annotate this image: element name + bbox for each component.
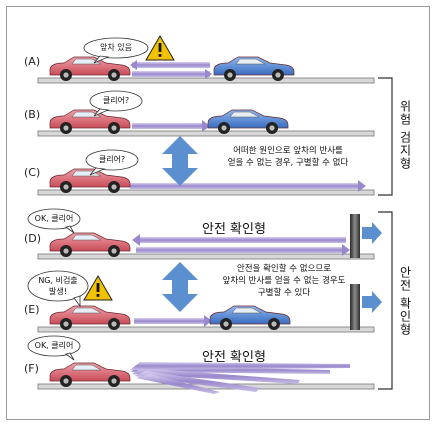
note-c-line2: 얻을 수 없는 경우, 구별할 수 없다 [227,158,349,168]
row-label-d: (D) [24,232,42,245]
bubble-d [27,208,81,230]
bubble-a [83,37,149,59]
road-c [37,189,375,196]
bubble-c [85,149,139,171]
wall-arrow-d [362,222,382,244]
bubble-e [27,270,89,302]
bubble-b [89,90,143,112]
preceding-car-a [213,56,295,81]
figure-frame [6,6,430,420]
note-e-line2: 앞차의 반사를 얻을 수 없는 경우도 [222,276,346,286]
bubble-text-e-line2: 발생! [49,287,67,296]
ego-car-e [49,305,131,330]
warning-icon-e [83,275,113,301]
bubble-text-f: OK, 클리어 [34,341,74,350]
bubbles [27,37,149,361]
note-e-line3: 구별할 수 있다 [257,288,311,298]
row-label-f: (F) [24,362,39,375]
row-label-a: (A) [24,55,41,68]
ego-car-b [49,109,131,134]
row-label-b: (B) [24,108,41,121]
double-arrow-c [162,136,198,186]
road-a [37,77,375,84]
beam-d [132,234,350,256]
ego-car-f [49,362,131,387]
row-label-c: (C) [24,166,41,179]
double-arrow-e [162,262,198,312]
road-e [37,326,375,333]
road-d [37,253,375,260]
beam-c [130,180,366,192]
safety-bracket [378,211,393,390]
preceding-car-e [209,305,291,330]
beam-b [132,120,210,132]
bubble-text-c: 클리어? [98,155,126,164]
title-d: 안전 확인형 [202,222,266,237]
bubble-f [27,335,81,357]
ego-car-c [49,168,131,193]
beam-a [130,60,212,79]
note-e-line1: 안전을 확인할 수 없으므로 [236,264,332,274]
group-label-safety: 안전 확인형 [398,266,412,336]
beam-f [130,362,350,394]
bubble-text-d: OK, 클리어 [34,214,74,223]
beam-e [134,315,212,327]
bubble-text-e-line1: NG, 비검출 [38,276,78,285]
ego-cars [49,56,131,387]
wall-d [350,214,360,258]
preceding-cars [207,56,295,330]
note-c-line1: 어떠한 원인으로 앞차의 반사를 [233,146,343,156]
road-b [37,130,375,137]
preceding-car-b [207,109,289,134]
title-f: 안전 확인형 [202,350,266,365]
danger-bracket [378,77,393,196]
bubble-text-a: 앞차 있음 [100,43,132,52]
ego-car-a [49,56,131,81]
bubble-text-b: 클리어? [102,96,130,105]
row-label-e: (E) [24,303,40,316]
wall-arrow-e [362,291,382,313]
wall-e [350,284,360,330]
group-label-danger: 위험 검지형 [398,100,412,170]
ego-car-d [49,232,131,257]
warning-icon-a [145,35,175,61]
